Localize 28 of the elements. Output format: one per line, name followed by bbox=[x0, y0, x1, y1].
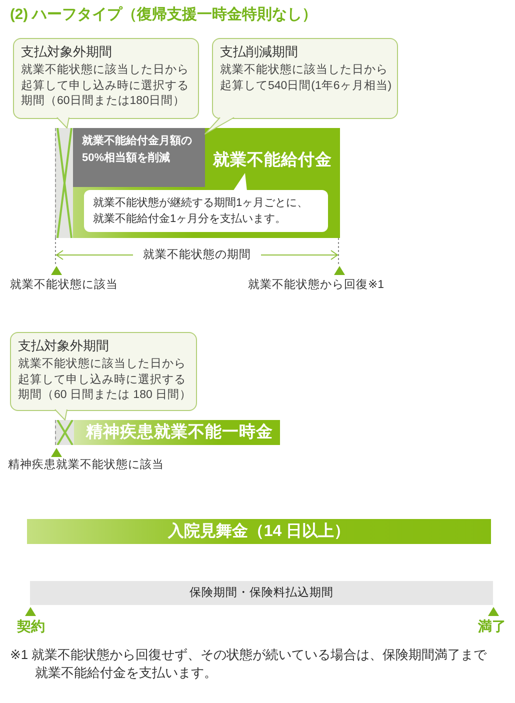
timeline-label: 就業不能状態に該当 bbox=[10, 277, 118, 293]
footnote: ※1 就業不能状態から回復せず、その状態が続いている場合は、保険期間満了まで就業不能給付金を支払います。 bbox=[10, 646, 488, 682]
callout-text: 就業不能状態に該当した日から起算して540日間(1年6ヶ月相当) bbox=[220, 63, 393, 94]
callout-pointer bbox=[204, 117, 234, 134]
callout-text: 就業不能状態に該当した日から起算して申し込み時に選択する期間（60日間または180日間） bbox=[21, 63, 190, 109]
callout-heading: 支払対象外期間 bbox=[21, 43, 112, 60]
crossed-strip bbox=[55, 420, 74, 445]
callout-heading: 支払対象外期間 bbox=[18, 337, 109, 354]
timeline-label: 契約 bbox=[17, 617, 45, 635]
crossed-strip bbox=[55, 128, 73, 238]
band-label: 就業不能給付金 bbox=[213, 150, 332, 170]
benefit-band: 精神疾患就業不能一時金 bbox=[74, 420, 280, 445]
callout-box bbox=[212, 38, 398, 119]
callout-pointer bbox=[54, 409, 68, 420]
callout-box bbox=[13, 38, 199, 119]
period-bar: 保険期間・保険料払込期間 bbox=[30, 581, 493, 605]
timeline-label: 精神疾患就業不能状態に該当 bbox=[8, 457, 164, 473]
callout-heading: 支払削減期間 bbox=[220, 43, 298, 60]
benefit-band bbox=[73, 128, 340, 238]
timeline-label: 就業不能状態から回復※1 bbox=[248, 278, 384, 293]
benefit-band: 入院見舞金（14 日以上） bbox=[27, 519, 491, 544]
callout-text: 就業不能状態に該当した日から起算して申し込み時に選択する期間（60 日間または 180 日間） bbox=[18, 357, 193, 403]
callout-pointer bbox=[56, 117, 70, 128]
title: (2) ハーフタイプ（復帰支援一時金特則なし） bbox=[10, 6, 318, 25]
callout-box bbox=[10, 332, 197, 411]
dimension-label: 就業不能状態の期間 bbox=[143, 247, 251, 263]
text-box: 就業不能給付金月額の50%相当額を削減 bbox=[73, 128, 205, 187]
timeline-label: 満了 bbox=[478, 617, 506, 635]
